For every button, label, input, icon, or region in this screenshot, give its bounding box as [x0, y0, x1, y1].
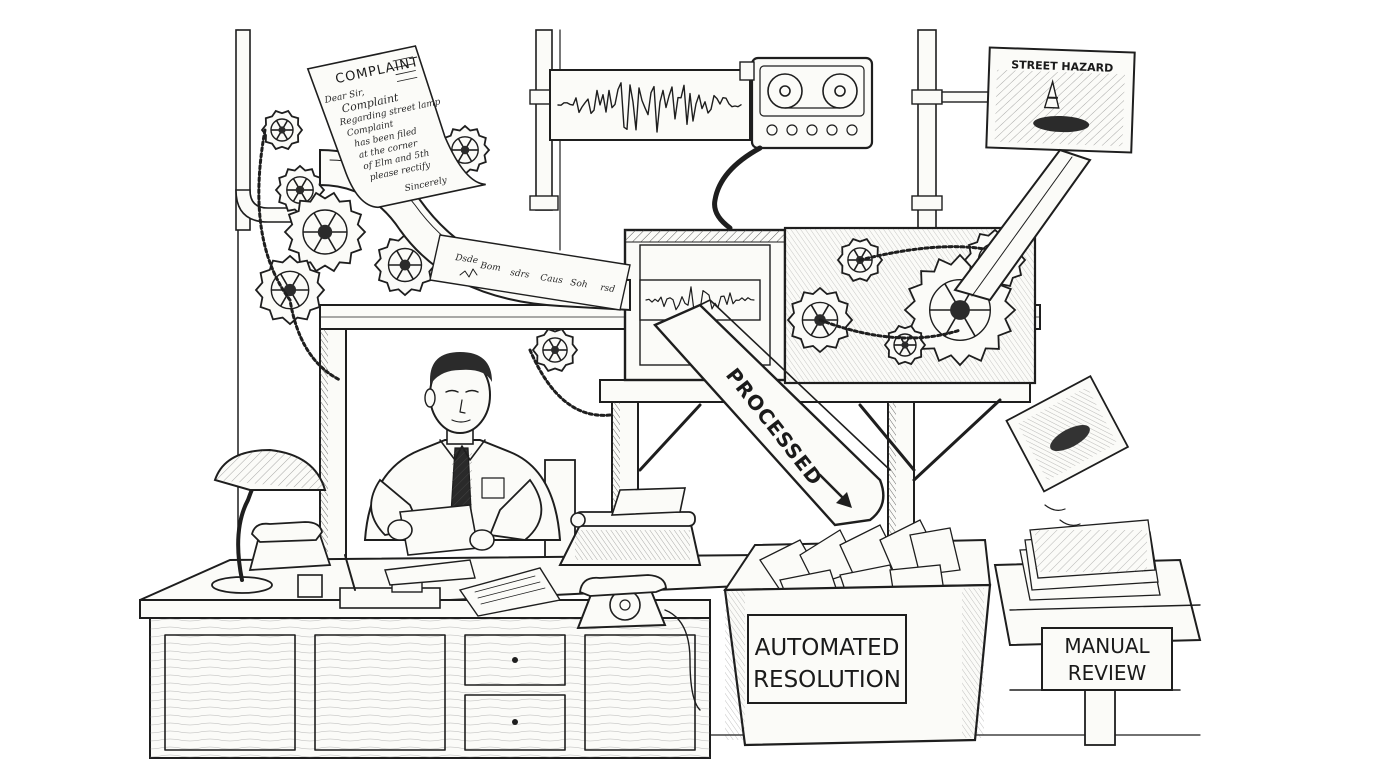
svg-text:Caus: Caus: [540, 273, 564, 286]
svg-text:Bom: Bom: [479, 261, 502, 274]
pipes: [235, 29, 993, 261]
street-hazard-photo: STREET HAZARD: [985, 46, 1136, 154]
gear-hub: [283, 283, 297, 297]
desk: [139, 553, 761, 759]
clerk: [363, 352, 576, 561]
automated-resolution-label-1: AUTOMATED: [755, 635, 900, 661]
automated-resolution-label-2: RESOLUTION: [753, 667, 901, 693]
gear-hub: [295, 185, 305, 195]
complaint-letter: COMPLAINT Dear Sir, Complaint Regarding …: [306, 45, 486, 209]
gear-hub: [399, 259, 411, 271]
gear-hub: [551, 346, 559, 354]
traffic-cone-icon: [1043, 79, 1060, 109]
motion-lines: [1044, 504, 1081, 526]
rotary-phone-icon: [576, 574, 701, 711]
waveform-display: [549, 69, 761, 321]
rotary-phone-icon: [248, 521, 332, 571]
gear-hub: [460, 145, 470, 155]
svg-text:Soh: Soh: [570, 278, 589, 290]
gear-hub: [317, 224, 333, 240]
typewriter-icon: [558, 487, 702, 566]
manual-review-label-1: MANUAL: [1064, 634, 1150, 658]
tape-recorder-icon: [712, 56, 874, 231]
arrow-down-icon: [818, 473, 852, 508]
gear-hub: [278, 126, 286, 134]
manual-review-tray: MANUAL REVIEW: [993, 519, 1202, 746]
svg-text:rsd: rsd: [600, 283, 616, 295]
desk-papers: [384, 559, 562, 617]
manual-review-label-2: REVIEW: [1068, 661, 1147, 685]
svg-text:Dsde: Dsde: [454, 253, 479, 266]
gear-hub: [901, 341, 909, 349]
chains: [257, 128, 992, 417]
right-chute: [953, 148, 1092, 302]
desk-lamp-icon: [211, 448, 327, 594]
gear-hub: [950, 300, 970, 320]
street-hazard-label: STREET HAZARD: [1011, 58, 1113, 75]
svg-text:sdrs: sdrs: [510, 268, 531, 281]
automated-resolution-bin: AUTOMATED RESOLUTION: [723, 519, 992, 747]
falling-photo: [1005, 374, 1130, 493]
paper-stream: Dsde Bom sdrs Caus Soh rsd: [429, 234, 631, 311]
